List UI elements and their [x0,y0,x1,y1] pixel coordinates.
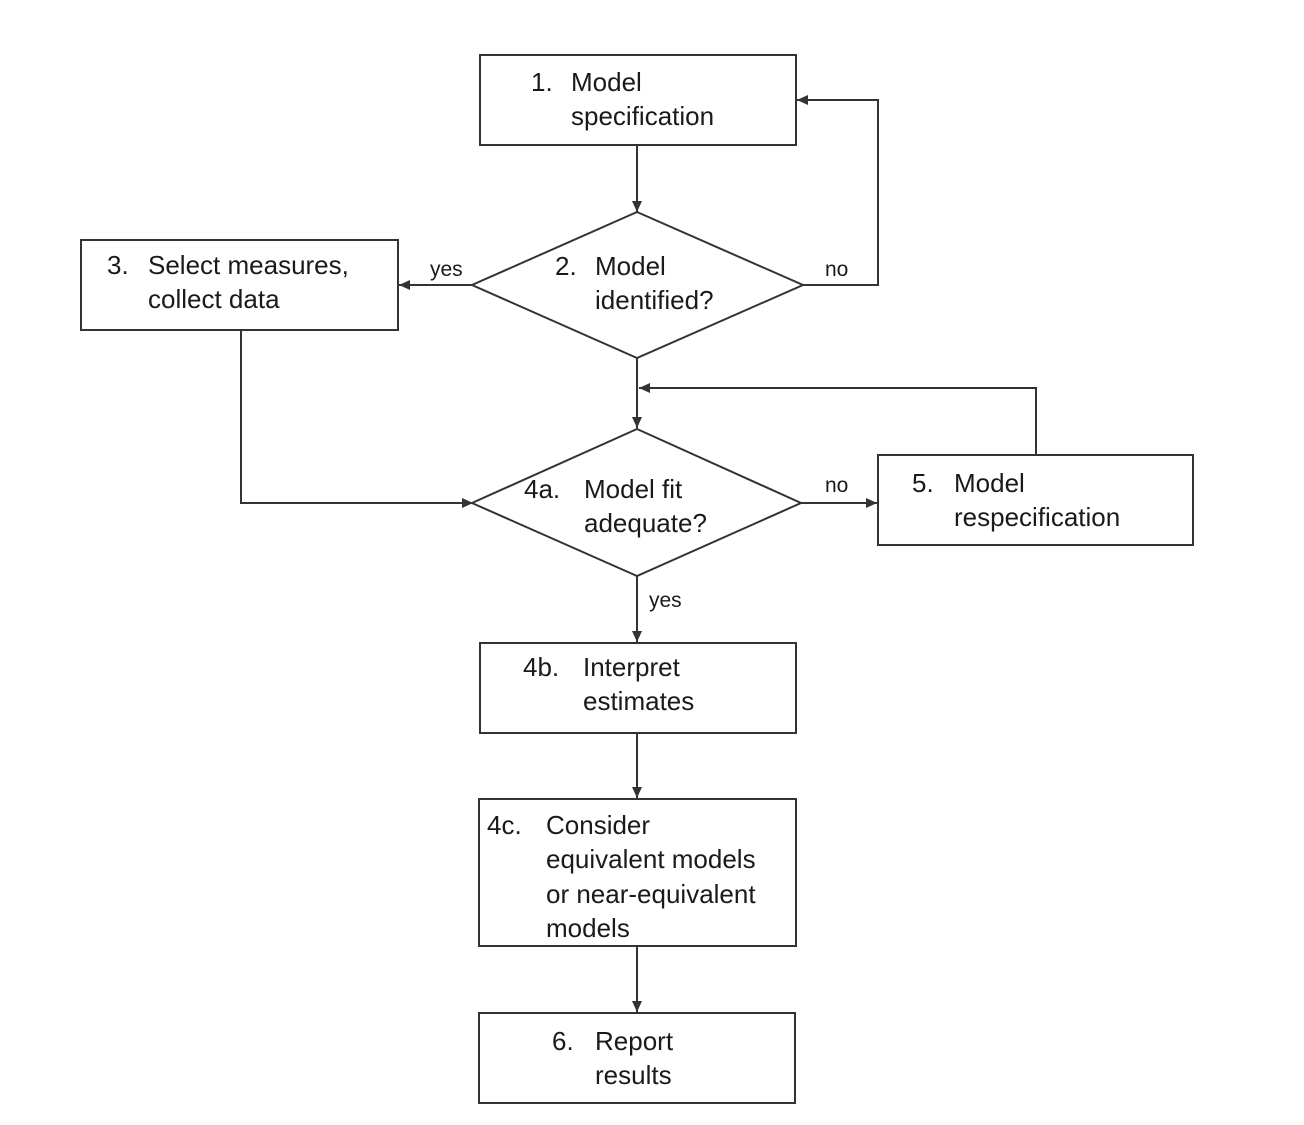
node-line: Model fit [584,474,683,504]
node-line: Model [954,468,1025,498]
node-4c-consider-equivalent-models: 4c. Consider equivalent models or near-e… [478,798,797,947]
node-3-select-measures: 3. Select measures, collect data [80,239,399,331]
node-number: 4a. [524,474,560,504]
node-line: Consider [546,810,650,840]
node-line: adequate? [584,508,707,538]
node-number: 6. [552,1026,574,1056]
edge-5-to-loop [639,383,1037,455]
node-line: Interpret [583,652,681,682]
node-number: 4c. [487,810,522,840]
node-number: 4b. [523,652,559,682]
node-line: respecification [954,502,1120,532]
node-line: Model [571,67,642,97]
edge-2-no-to-1 [797,95,879,286]
node-line: models [546,913,630,943]
node-number: 1. [531,67,553,97]
node-line: specification [571,101,714,131]
node-6-report-results: 6. Report results [478,1012,796,1104]
node-line: identified? [595,285,714,315]
node-1-model-specification: 1. Model specification [479,54,797,146]
node-line: Select measures, [148,250,349,280]
edge-3-to-4a [240,330,473,508]
node-line: results [595,1060,672,1090]
node-5-model-respecification: 5. Model respecification [877,454,1194,546]
node-4b-interpret-estimates: 4b. Interpret estimates [479,642,797,734]
edge-label-4a-yes: yes [649,589,682,612]
node-number: 2. [555,251,577,281]
node-line: Model [595,251,666,281]
node-line: equivalent models [546,844,756,874]
edge-label-2-no: no [825,258,848,281]
node-2-model-identified: 2. Model identified? [469,210,806,360]
node-line: Report [595,1026,674,1056]
node-line: or near-equivalent [546,879,756,909]
node-number: 5. [912,468,934,498]
edge-label-4a-no: no [825,474,848,497]
node-number: 3. [107,250,129,280]
node-line: estimates [583,686,694,716]
connectors [240,95,1037,1012]
edge-label-2-yes: yes [430,258,463,281]
node-line: collect data [148,284,280,314]
node-4a-model-fit-adequate: 4a. Model fit adequate? [469,427,804,578]
